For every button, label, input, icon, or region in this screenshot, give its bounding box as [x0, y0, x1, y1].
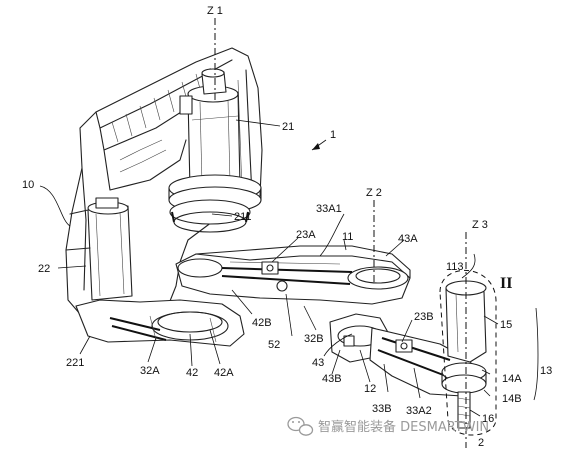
- label-43: 43: [312, 357, 324, 369]
- label-2: 2: [478, 437, 484, 449]
- label-211: 211: [234, 211, 252, 223]
- leader-lines: [39, 119, 539, 417]
- label-33A1: 33A1: [316, 203, 342, 215]
- end-effector: [439, 270, 497, 436]
- label-32B: 32B: [304, 333, 324, 345]
- label-16: 16: [482, 413, 494, 425]
- motor-22: [65, 197, 133, 301]
- lower-belt-housing: [75, 299, 245, 347]
- watermark-text: 智赢智能装备 DESMARTWIN: [318, 419, 489, 435]
- first-arm-11: [175, 245, 411, 305]
- label-221: 221: [66, 357, 84, 369]
- label-14A: 14A: [502, 373, 522, 385]
- label-13: 13: [540, 365, 552, 377]
- label-z2: Z 2: [366, 187, 382, 199]
- label-1: 1: [330, 129, 336, 141]
- label-42: 42: [186, 367, 198, 379]
- label-52: 52: [268, 339, 280, 351]
- label-32A: 32A: [140, 365, 160, 377]
- label-43B: 43B: [322, 373, 342, 385]
- label-11: 11: [342, 231, 353, 243]
- label-z3: Z 3: [472, 219, 488, 231]
- label-roman-2: II: [500, 275, 512, 292]
- label-14B: 14B: [502, 393, 522, 405]
- label-23B: 23B: [414, 311, 434, 323]
- label-42B: 42B: [252, 317, 272, 329]
- label-43A: 43A: [398, 233, 418, 245]
- label-23A: 23A: [296, 229, 316, 241]
- label-12: 12: [364, 383, 376, 395]
- label-22: 22: [38, 263, 50, 275]
- label-42A: 42A: [214, 367, 234, 379]
- labels: Z 1 1 21 10 211 33A1 Z 2 Z 3 23A 11 43A …: [22, 5, 552, 449]
- axes: [214, 18, 467, 448]
- label-33B: 33B: [372, 403, 392, 415]
- label-z1: Z 1: [207, 5, 223, 17]
- label-113: 113: [446, 261, 464, 273]
- label-33A2: 33A2: [406, 405, 432, 417]
- shaft-21: [168, 68, 262, 233]
- watermark: 智赢智能装备 DESMARTWIN: [287, 416, 489, 436]
- label-21: 21: [282, 121, 294, 133]
- label-10: 10: [22, 179, 34, 191]
- label-15: 15: [500, 319, 512, 331]
- wechat-icon: [287, 416, 314, 436]
